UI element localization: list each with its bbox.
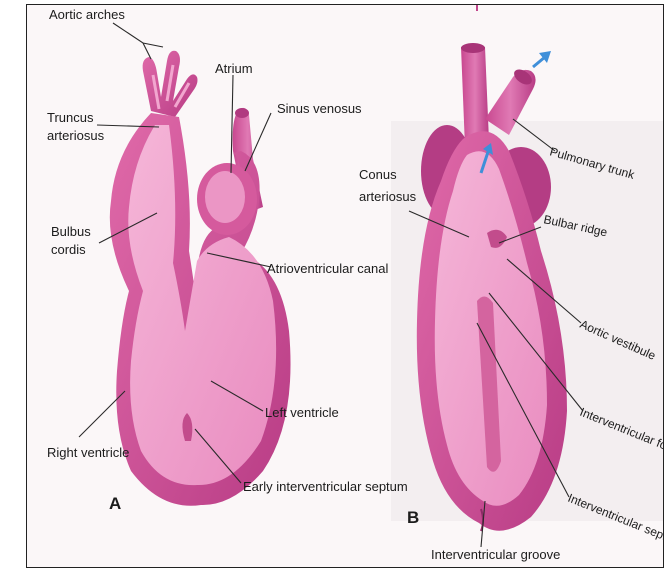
panel-b-heart (417, 5, 567, 531)
panel-letter-a: A (109, 494, 121, 513)
label-conus-arteriosus-line1: Conus (359, 167, 397, 182)
panel-letter-b: B (407, 508, 419, 527)
heart-development-diagram: Aortic arches Truncus arteriosus Atrium … (27, 5, 663, 567)
label-sinus-venosus: Sinus venosus (277, 101, 362, 116)
label-bulbus-cordis-line1: Bulbus (51, 224, 91, 239)
label-conus-arteriosus-line2: arteriosus (359, 189, 417, 204)
aortic-arches-shape (143, 51, 198, 117)
label-interventricular-groove: Interventricular groove (431, 547, 560, 562)
label-truncus-arteriosus-line1: Truncus (47, 110, 94, 125)
label-left-ventricle: Left ventricle (265, 405, 339, 420)
label-early-interventricular-septum: Early interventricular septum (243, 479, 408, 494)
pulmonary-flow-arrow (533, 57, 545, 67)
label-right-ventricle: Right ventricle (47, 445, 129, 460)
figure-frame: Aortic arches Truncus arteriosus Atrium … (26, 4, 664, 568)
label-atrium: Atrium (215, 61, 253, 76)
label-truncus-arteriosus-line2: arteriosus (47, 128, 105, 143)
panel-a-heart (110, 51, 291, 506)
label-bulbus-cordis-line2: cordis (51, 242, 86, 257)
label-aortic-arches: Aortic arches (49, 7, 125, 22)
label-atrioventricular-canal: Atrioventricular canal (267, 261, 388, 276)
